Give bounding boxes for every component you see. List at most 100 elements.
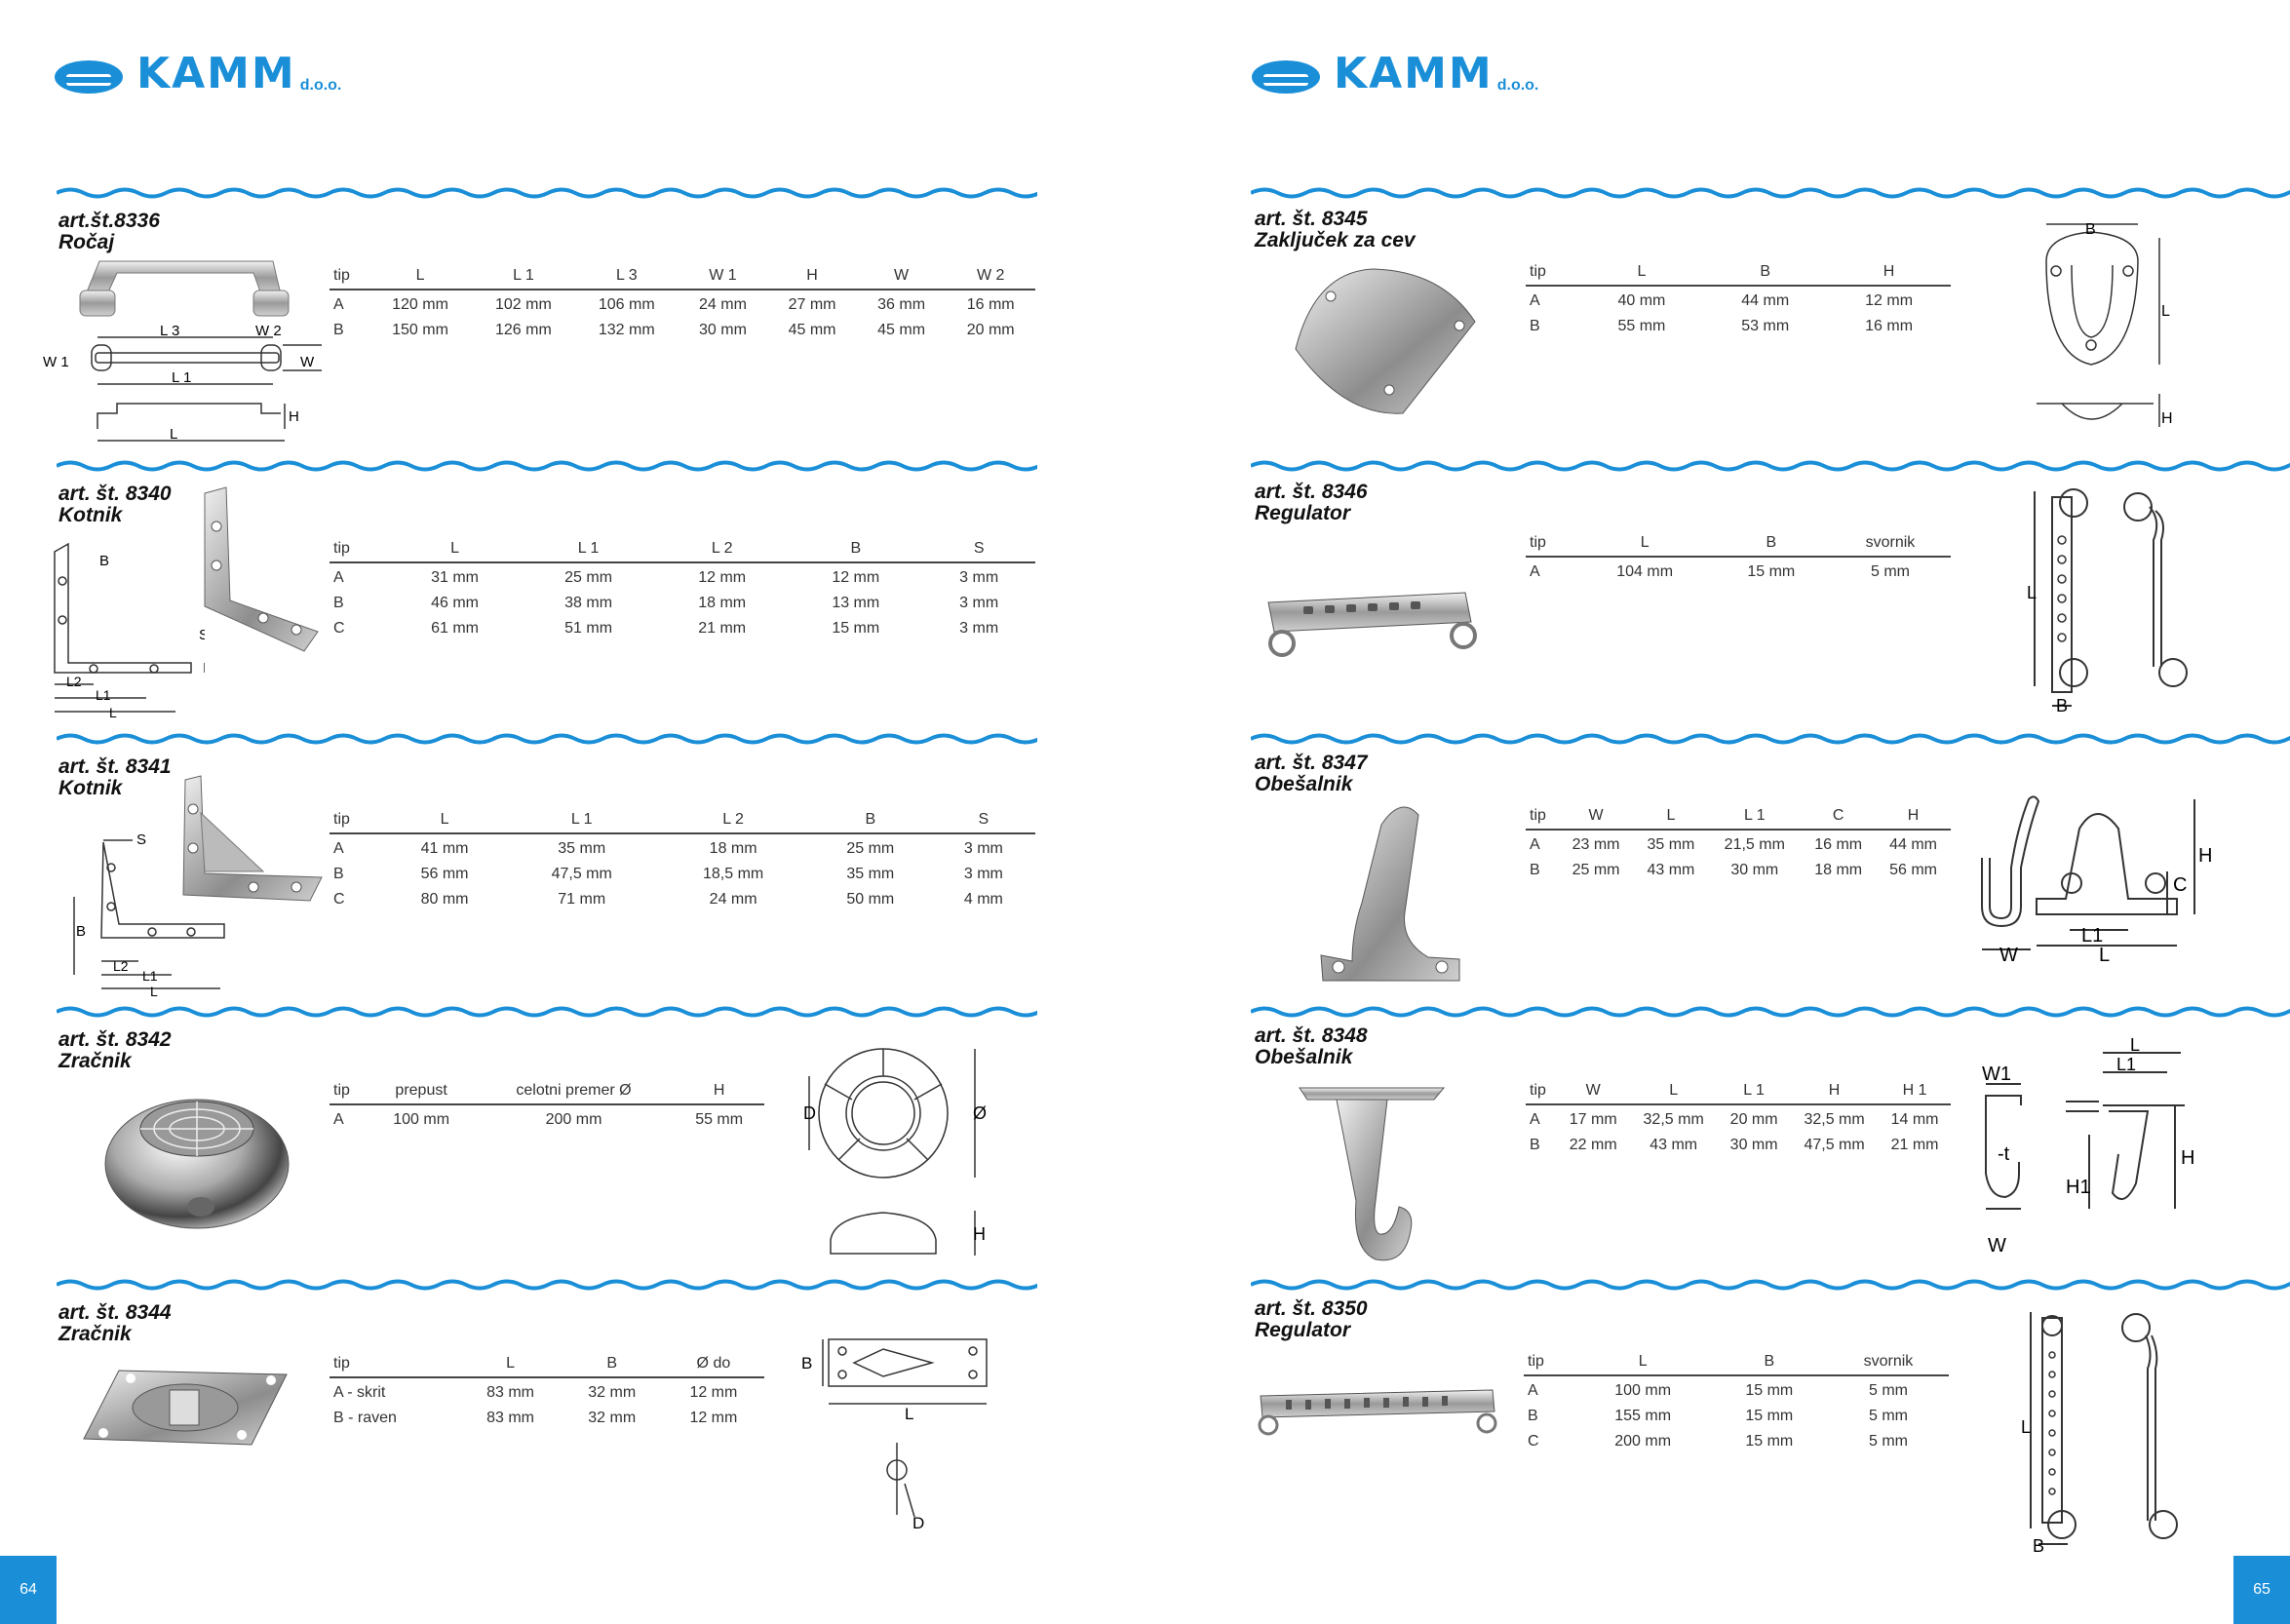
- product-heading-8340: art. št. 8340 Kotnik: [58, 483, 172, 526]
- table-cell: 71 mm: [558, 891, 606, 908]
- table-cell: 15 mm: [1745, 1433, 1794, 1450]
- table-cell: 25 mm: [564, 569, 613, 586]
- table-cell: B: [1530, 1137, 1540, 1153]
- table-cell: 20 mm: [1729, 1111, 1778, 1128]
- table-cell: 30 mm: [1729, 1137, 1778, 1153]
- column-header: W: [1558, 805, 1634, 831]
- dim-label: H: [2181, 1147, 2194, 1169]
- product-name: Kotnik: [58, 504, 123, 526]
- table-cell: 51 mm: [564, 620, 613, 637]
- table-cell: 5 mm: [1870, 563, 1910, 580]
- column-header: B: [1712, 532, 1830, 558]
- table-cell: 100 mm: [393, 1111, 450, 1128]
- column-header: L 1: [1708, 805, 1802, 831]
- dim-label: H: [2161, 410, 2173, 427]
- table-cell: 45 mm: [877, 322, 926, 338]
- article-number: art. št. 8341: [58, 755, 172, 778]
- dim-label: H1: [2066, 1177, 2091, 1198]
- table-cell: 4 mm: [963, 891, 1003, 908]
- flush-vent-drawing: B L D: [801, 1338, 988, 1532]
- table-cell: 24 mm: [699, 296, 747, 313]
- column-header: tip: [330, 538, 388, 563]
- dim-label: L2: [66, 674, 82, 689]
- dim-label: L: [150, 984, 158, 999]
- dim-label: S: [136, 831, 146, 848]
- table-cell: 31 mm: [431, 569, 479, 586]
- table-cell: 12 mm: [689, 1410, 738, 1426]
- regulator-drawing: L B: [2027, 488, 2188, 715]
- logo-name: KAMM: [136, 49, 296, 98]
- table-cell: A: [333, 296, 344, 313]
- article-number: art. št. 8345: [1255, 208, 1368, 230]
- table-cell: A: [333, 840, 344, 857]
- table-cell: 12 mm: [1865, 292, 1914, 309]
- table-cell: 23 mm: [1572, 836, 1620, 853]
- dim-label: L: [170, 426, 177, 443]
- table-cell: A - skrit: [333, 1384, 386, 1401]
- column-header: prepust: [369, 1080, 474, 1105]
- table-cell: A: [1530, 1111, 1540, 1128]
- table-cell: 102 mm: [494, 296, 552, 313]
- column-header: svornik: [1827, 1351, 1949, 1376]
- table-cell: 83 mm: [486, 1410, 535, 1426]
- table-cell: 16 mm: [1865, 318, 1914, 334]
- wave-divider: [1251, 1002, 2290, 1022]
- table-cell: 32 mm: [588, 1384, 637, 1401]
- dim-label: D: [912, 1514, 924, 1532]
- column-header: B: [1703, 261, 1828, 287]
- column-header: Ø do: [662, 1353, 764, 1378]
- column-header: H 1: [1879, 1080, 1951, 1105]
- wave-divider: [1251, 1275, 2290, 1295]
- table-cell: 35 mm: [558, 840, 606, 857]
- product-name: Kotnik: [58, 777, 123, 799]
- logo-suffix: d.o.o.: [1496, 77, 1539, 94]
- table-cell: A: [1530, 836, 1540, 853]
- table-cell: 46 mm: [431, 595, 479, 611]
- table-cell: 150 mm: [392, 322, 448, 338]
- table-cell: 17 mm: [1569, 1111, 1617, 1128]
- column-header: L 3: [574, 265, 679, 290]
- handle-photo: [79, 260, 290, 317]
- dim-label: B: [99, 553, 109, 569]
- column-header: L: [1576, 532, 1713, 558]
- dim-label: L1: [2116, 1055, 2136, 1074]
- dim-label: C: [2173, 874, 2187, 896]
- table-cell: 18 mm: [1814, 862, 1863, 878]
- table-cell: 27 mm: [788, 296, 836, 313]
- table-cell: 32,5 mm: [1804, 1111, 1865, 1128]
- table-cell: 41 mm: [420, 840, 469, 857]
- column-header: L: [383, 809, 506, 834]
- table-cell: 43 mm: [1650, 1137, 1698, 1153]
- table-cell: 200 mm: [1614, 1433, 1672, 1450]
- vent-drawing: D Ø H: [803, 1048, 987, 1256]
- product-name: Zračnik: [58, 1323, 132, 1345]
- table-cell: 80 mm: [420, 891, 469, 908]
- column-header: B: [789, 538, 923, 563]
- table-cell: 61 mm: [431, 620, 479, 637]
- column-header: tip: [330, 809, 384, 834]
- table-cell: 21 mm: [698, 620, 747, 637]
- dim-label: S: [199, 627, 205, 643]
- article-number: art. št. 8346: [1255, 481, 1368, 503]
- table-cell: 3 mm: [963, 840, 1003, 857]
- column-header: B: [1710, 1351, 1828, 1376]
- bracket-photo: [204, 486, 319, 652]
- dim-label: L: [2130, 1037, 2140, 1055]
- ceiling-hook-photo: [1299, 1087, 1446, 1261]
- table-cell: 18,5 mm: [703, 866, 764, 882]
- dim-label: -t: [1998, 1143, 2010, 1165]
- wave-line: [57, 460, 1037, 472]
- triangle-bracket-drawing: S B L2 L1 L: [73, 831, 225, 999]
- dim-label: L1: [142, 968, 158, 984]
